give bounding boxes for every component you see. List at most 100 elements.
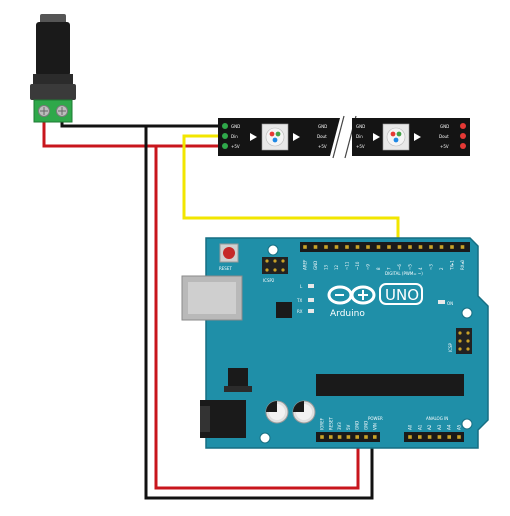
- strip-right-out-5v: +5V: [440, 144, 449, 149]
- strip-right-pin-din: Din: [356, 134, 363, 139]
- wire-gnd-strip: [60, 118, 224, 128]
- header-pin-label: 5V: [346, 424, 351, 430]
- reset-button-cap: [223, 247, 235, 259]
- led-on: [438, 300, 445, 304]
- on-label: ON: [447, 301, 453, 306]
- header-pin-label: 8: [376, 267, 381, 270]
- header-pin: [373, 435, 377, 439]
- pad-dout: [460, 133, 466, 139]
- led-tx: [308, 298, 314, 302]
- strip-left-pin-5v: +5V: [231, 144, 240, 149]
- header-pin-label: AREF: [303, 259, 308, 270]
- header-pin-label: TX▸1: [450, 260, 455, 271]
- mounting-hole: [259, 432, 271, 444]
- led-l: [308, 284, 314, 288]
- led-icon: [265, 127, 285, 147]
- pad-gnd: [222, 123, 228, 129]
- header-pin-label: A3: [437, 424, 442, 430]
- jack-body: [36, 22, 70, 76]
- analog-header: [404, 432, 464, 442]
- header-pin: [346, 435, 351, 439]
- header-pin: [364, 435, 368, 439]
- dc-barrel-jack-adapter: [30, 14, 76, 123]
- header-pin: [324, 245, 328, 249]
- mounting-hole: [461, 418, 473, 430]
- pad-din: [222, 133, 228, 139]
- icsp-label: ICSP: [448, 342, 453, 352]
- strip-right-out-dout: Dout: [439, 134, 449, 139]
- jack-tip: [40, 14, 66, 24]
- header-pin-label: 7: [387, 267, 392, 270]
- header-pin-label: ~6: [397, 264, 402, 270]
- l-label: L: [300, 284, 303, 289]
- header-pin: [447, 435, 451, 439]
- arrow-right-icon: [414, 133, 421, 141]
- strip-left-out-5v: +5V: [318, 144, 327, 149]
- header-pin: [418, 435, 422, 439]
- digital-pins: [303, 245, 465, 249]
- header-pin-label: VIN: [372, 423, 377, 430]
- header-pin: [355, 245, 360, 249]
- microcontroller-chip: [316, 374, 464, 396]
- header-pin-label: 12: [334, 264, 339, 270]
- arrow-right-icon: [373, 133, 380, 141]
- jack-collar: [30, 84, 76, 100]
- header-pin: [366, 245, 370, 249]
- header-pin-label: GND: [313, 261, 318, 270]
- header-pin: [320, 435, 324, 439]
- header-pin-label: RX◂0: [460, 259, 465, 270]
- icsp-header: [456, 328, 472, 354]
- header-pin: [437, 435, 442, 439]
- header-pin-label: RESET: [328, 417, 333, 430]
- header-pin-label: ~9: [366, 264, 371, 270]
- wire-gnd-board: [144, 126, 374, 500]
- strip-left-pin-gnd: GND: [231, 124, 240, 129]
- strip-right-pin-gnd: GND: [356, 124, 365, 129]
- mounting-hole: [461, 307, 473, 319]
- led-icon: [386, 127, 406, 147]
- capacitor: [292, 400, 316, 424]
- header-pin: [427, 435, 432, 439]
- header-pin-label: ~11: [345, 261, 350, 270]
- pad-5v-out: [460, 143, 466, 149]
- power-label: POWER: [368, 416, 383, 421]
- jack-grip: [33, 74, 73, 86]
- header-pin: [439, 245, 444, 249]
- header-pin: [355, 435, 359, 439]
- header-pin-label: 3V3: [337, 422, 342, 430]
- header-pin-label: ~10: [355, 261, 360, 270]
- digital-label: DIGITAL (PWM= ~): [385, 271, 423, 276]
- analog-label: ANALOG IN: [426, 416, 448, 421]
- header-pin: [376, 245, 381, 249]
- arrow-right-icon: [250, 133, 257, 141]
- header-pin: [429, 245, 433, 249]
- strip-right-out-gnd: GND: [440, 124, 449, 129]
- header-pin-label: GND: [364, 421, 369, 430]
- header-pin-label: A5: [457, 424, 462, 430]
- pad-5v: [222, 143, 228, 149]
- mounting-hole: [267, 244, 279, 256]
- header-pin-label: A2: [427, 424, 432, 430]
- header-pin: [337, 435, 342, 439]
- voltage-regulator: [228, 368, 248, 386]
- wire-data: [182, 134, 400, 248]
- led-strip-segment-left: GND Din +5V GND Dout +5V: [218, 118, 346, 156]
- header-pin-label: IOREF: [320, 417, 325, 430]
- arduino-logo: [327, 285, 376, 305]
- header-pin-label: ~3: [429, 264, 434, 270]
- led-strip-segment-right: GND Din +5V GND Dout +5V: [352, 118, 470, 156]
- pad-gnd-out: [460, 123, 466, 129]
- header-pin: [460, 245, 465, 249]
- header-pin: [334, 245, 339, 249]
- strip-left-pin-din: Din: [231, 134, 238, 139]
- header-pin-label: 4: [418, 267, 423, 270]
- header-pin-label: GND: [355, 421, 360, 430]
- reset-label: RESET: [219, 266, 232, 271]
- wire-5v-strip: [42, 118, 224, 148]
- header-pin: [345, 245, 349, 249]
